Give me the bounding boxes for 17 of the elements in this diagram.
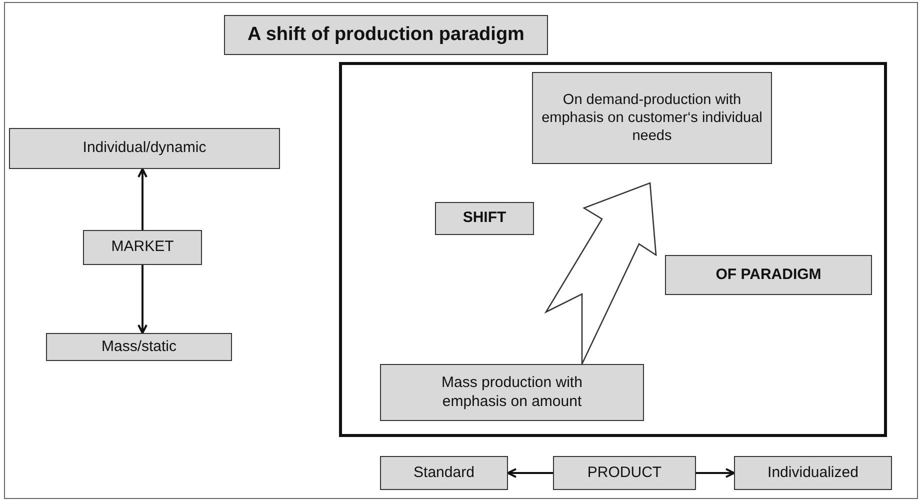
- arrow: [696, 468, 735, 478]
- text-box: Mass/static: [46, 333, 232, 361]
- block-arrow: [544, 182, 657, 365]
- text-box: Mass production with emphasis on amount: [380, 364, 644, 421]
- arrow: [138, 265, 148, 334]
- text-box: PRODUCT: [553, 456, 696, 490]
- text-box: Individualized: [734, 456, 892, 490]
- text-box: On demand-production with emphasis on customer‘s individual needs: [532, 72, 772, 164]
- text-box: OF PARADIGM: [665, 255, 872, 295]
- text-box: Individual/dynamic: [9, 128, 280, 169]
- arrow: [138, 168, 148, 230]
- text-box: SHIFT: [435, 202, 534, 235]
- text-box: MARKET: [83, 230, 202, 265]
- arrow: [507, 468, 553, 478]
- frame-box: [339, 62, 887, 437]
- text-box: Standard: [380, 456, 508, 490]
- title-box: A shift of production paradigm: [224, 15, 548, 55]
